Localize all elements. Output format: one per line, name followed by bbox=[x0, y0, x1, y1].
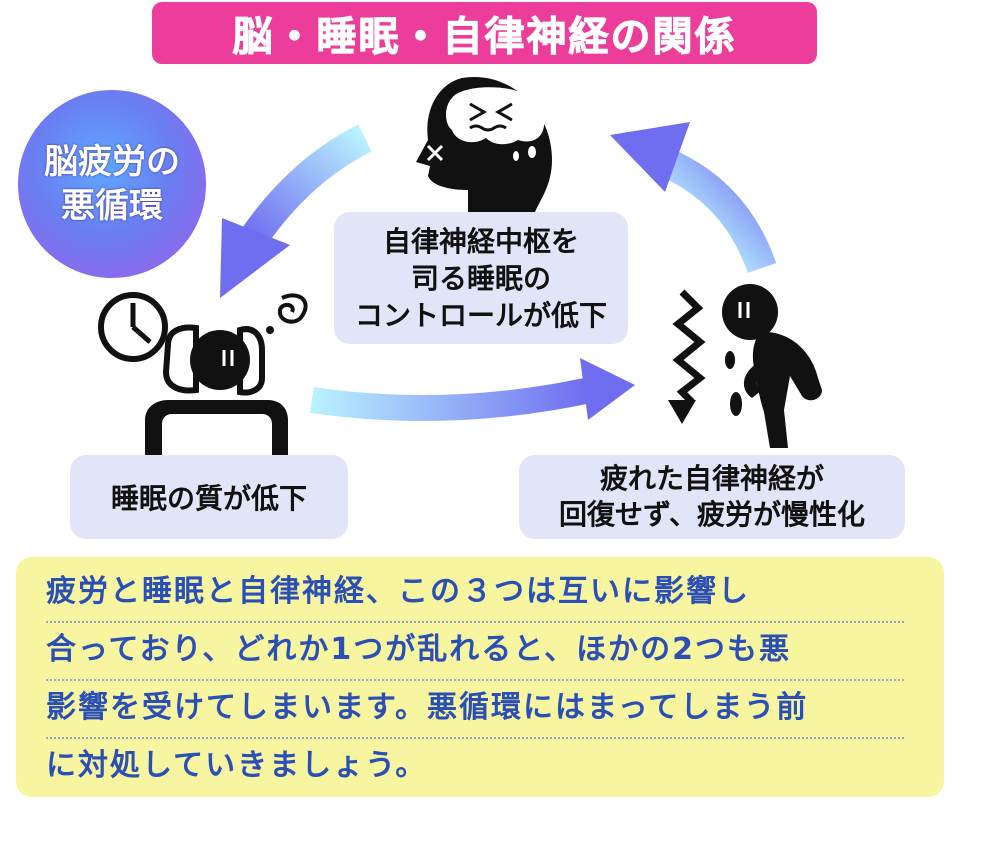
node-right-line-1: 疲れた自律神経が bbox=[599, 462, 824, 495]
node-sleep-quality-decline: 睡眠の質が低下 bbox=[70, 455, 348, 539]
exhausted-person-icon bbox=[668, 284, 822, 448]
node-center-line-1: 自律神経中枢を bbox=[382, 224, 579, 258]
sleepless-person-desk-icon bbox=[145, 324, 288, 455]
note-line-4: に対処していきましょう。 bbox=[46, 748, 428, 783]
note-line-2: 合っており、どれか1つが乱れると、ほかの2つも悪 bbox=[46, 621, 904, 681]
tired-brain-head-icon bbox=[416, 76, 552, 213]
node-center-line-3: コントロールが低下 bbox=[354, 298, 607, 332]
clock-icon bbox=[98, 292, 168, 362]
explanation-note: 疲労と睡眠と自律神経、この３つは互いに影響し 合っており、どれか1つが乱れると、… bbox=[16, 557, 944, 797]
arrow-to-center-node bbox=[610, 122, 777, 274]
arrow-to-left-node bbox=[220, 124, 372, 298]
note-line-3: 影響を受けてしまいます。悪循環にはまってしまう前 bbox=[46, 679, 904, 739]
node-right-line-2: 回復せず、疲労が慢性化 bbox=[558, 498, 866, 531]
node-left-line-1: 睡眠の質が低下 bbox=[110, 482, 307, 515]
badge-line-2: 悪循環 bbox=[61, 186, 163, 226]
page-title: 脳・睡眠・自律神経の関係 bbox=[232, 14, 737, 61]
worry-swirl-icon bbox=[266, 293, 308, 334]
badge-line-1: 脳疲労の bbox=[44, 142, 180, 182]
node-center-line-2: 司る睡眠の bbox=[410, 261, 551, 295]
page-title-banner: 脳・睡眠・自律神経の関係 bbox=[152, 2, 817, 64]
vicious-cycle-badge: 脳疲労の 悪循環 bbox=[18, 90, 206, 278]
node-chronic-fatigue: 疲れた自律神経が 回復せず、疲労が慢性化 bbox=[519, 455, 905, 539]
node-sleep-control-decline: 自律神経中枢を 司る睡眠の コントロールが低下 bbox=[334, 212, 628, 344]
note-line-1: 疲労と睡眠と自律神経、この３つは互いに影響し bbox=[46, 563, 904, 623]
arrow-to-right-node bbox=[310, 358, 635, 421]
